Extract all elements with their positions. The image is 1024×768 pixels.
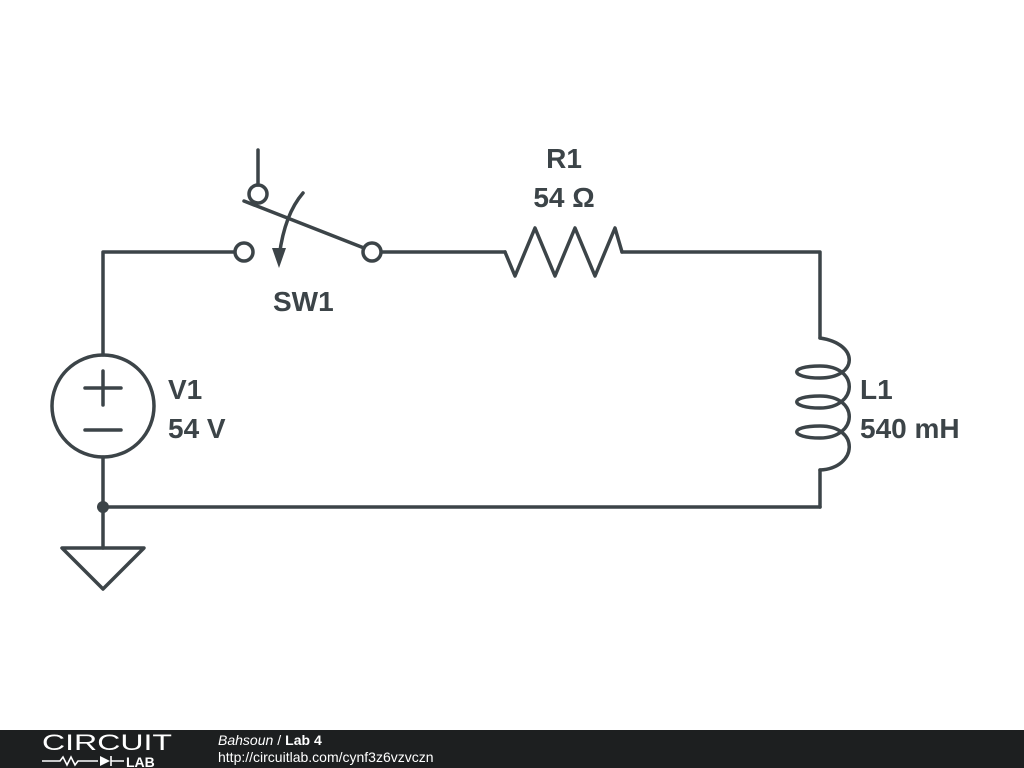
junction-dot bbox=[97, 501, 109, 513]
switch-sw1 bbox=[233, 148, 383, 268]
voltage-source-v1 bbox=[50, 353, 156, 459]
circuit-schematic: R1 54 Ω SW1 V1 54 V L1 540 mH bbox=[50, 143, 960, 591]
switch-blade bbox=[242, 199, 366, 250]
voltage-source-body bbox=[50, 353, 156, 459]
wire-top-right bbox=[620, 250, 822, 340]
author-link[interactable]: Bahsoun bbox=[218, 732, 274, 748]
logo-zigzag-icon bbox=[42, 755, 98, 767]
switch-terminal-left bbox=[233, 241, 255, 263]
source-value-label: 54 V bbox=[168, 413, 226, 444]
wire-top-left bbox=[101, 250, 236, 357]
resistor-r1 bbox=[503, 226, 624, 278]
inductor-l1 bbox=[795, 336, 851, 472]
ground-icon bbox=[60, 546, 146, 591]
plus-icon bbox=[83, 369, 123, 407]
breadcrumb: Bahsoun/Lab 4 bbox=[218, 732, 434, 749]
logo-diode-icon bbox=[100, 756, 110, 766]
source-name-label: V1 bbox=[168, 374, 202, 405]
circuitlab-logo[interactable]: CIRCUIT LAB bbox=[40, 730, 180, 768]
circuit-title-link[interactable]: Lab 4 bbox=[285, 732, 322, 748]
footer-bar: CIRCUIT LAB Bahsoun/Lab 4 http://circuit… bbox=[0, 730, 1024, 768]
switch-arrow-head bbox=[272, 248, 286, 268]
resistor-name-label: R1 bbox=[546, 143, 582, 174]
inductor-name-label: L1 bbox=[860, 374, 893, 405]
breadcrumb-separator: / bbox=[277, 732, 282, 748]
circuit-meta: Bahsoun/Lab 4 http://circuitlab.com/cynf… bbox=[218, 732, 434, 766]
circuit-url[interactable]: http://circuitlab.com/cynf3z6vzvczn bbox=[218, 749, 434, 765]
switch-terminal-right bbox=[361, 241, 383, 263]
switch-name-label: SW1 bbox=[273, 286, 334, 317]
inductor-value-label: 540 mH bbox=[860, 413, 960, 444]
logo-text-lab: LAB bbox=[126, 754, 155, 768]
logo-text-circuit: CIRCUIT bbox=[42, 730, 172, 755]
resistor-value-label: 54 Ω bbox=[533, 182, 594, 213]
switch-terminal-top bbox=[247, 183, 269, 205]
logo-diode-bar bbox=[110, 756, 124, 766]
